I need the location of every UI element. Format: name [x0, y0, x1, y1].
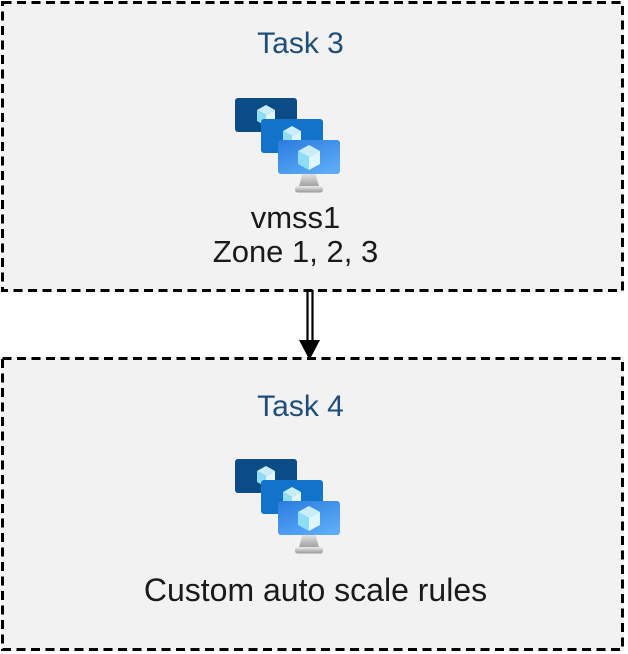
arrowhead [299, 340, 320, 360]
vmss-name-label: vmss1 [250, 200, 341, 235]
zone-label: Zone 1, 2, 3 [212, 234, 379, 269]
monitor-front [278, 140, 340, 174]
task4-title: Task 4 [257, 390, 344, 423]
vm-scale-sets-icon [235, 459, 340, 554]
monitor-front [278, 501, 340, 535]
monitor-stand [295, 172, 323, 193]
vm-scale-sets-icon [235, 98, 340, 193]
autoscale-label: Custom auto scale rules [143, 572, 488, 608]
monitor-stand [295, 533, 323, 554]
task3-labels: vmss1 Zone 1, 2, 3 [0, 201, 607, 269]
down-arrow-connector [299, 290, 320, 360]
task3-title: Task 3 [257, 27, 344, 60]
task4-labels: Custom auto scale rules [4, 573, 627, 607]
task4-box: Task 4 [1, 357, 624, 651]
task3-box: Task 3 [1, 1, 624, 292]
